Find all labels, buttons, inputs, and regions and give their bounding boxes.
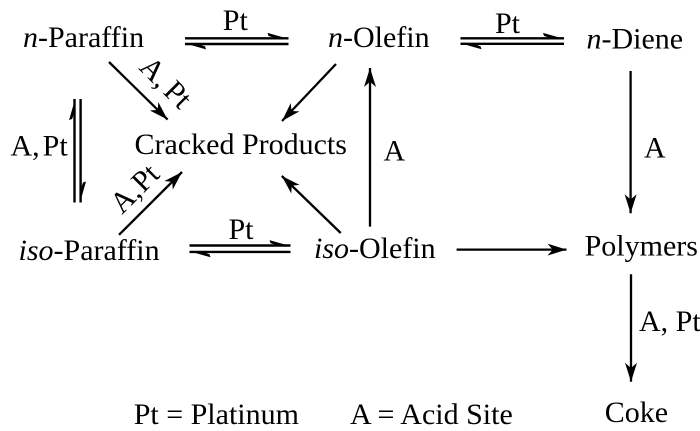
svg-text:A = Acid Site: A = Acid Site [350, 398, 513, 431]
svg-text:Cracked Products: Cracked Products [135, 128, 347, 161]
svg-text:Polymers: Polymers [585, 230, 698, 263]
svg-text:Coke: Coke [605, 396, 668, 429]
svg-text:A: A [384, 135, 406, 168]
svg-text:Pt: Pt [495, 7, 521, 40]
svg-text:n-Diene: n-Diene [587, 22, 684, 55]
svg-text:Pt: Pt [223, 4, 249, 37]
svg-text:n-Olefin: n-Olefin [328, 21, 430, 54]
svg-text:A, Pt: A, Pt [639, 305, 700, 338]
svg-text:A,Pt: A,Pt [11, 130, 69, 163]
svg-text:A,Pt: A,Pt [104, 157, 167, 220]
svg-text:n-Paraffin: n-Paraffin [23, 21, 144, 54]
svg-text:iso-Olefin: iso-Olefin [314, 232, 436, 265]
svg-text:iso-Paraffin: iso-Paraffin [19, 234, 160, 267]
svg-text:Pt = Platinum: Pt = Platinum [134, 398, 299, 431]
svg-text:A: A [644, 132, 666, 165]
svg-text:A,Pt: A,Pt [133, 50, 199, 116]
svg-text:Pt: Pt [229, 213, 255, 246]
